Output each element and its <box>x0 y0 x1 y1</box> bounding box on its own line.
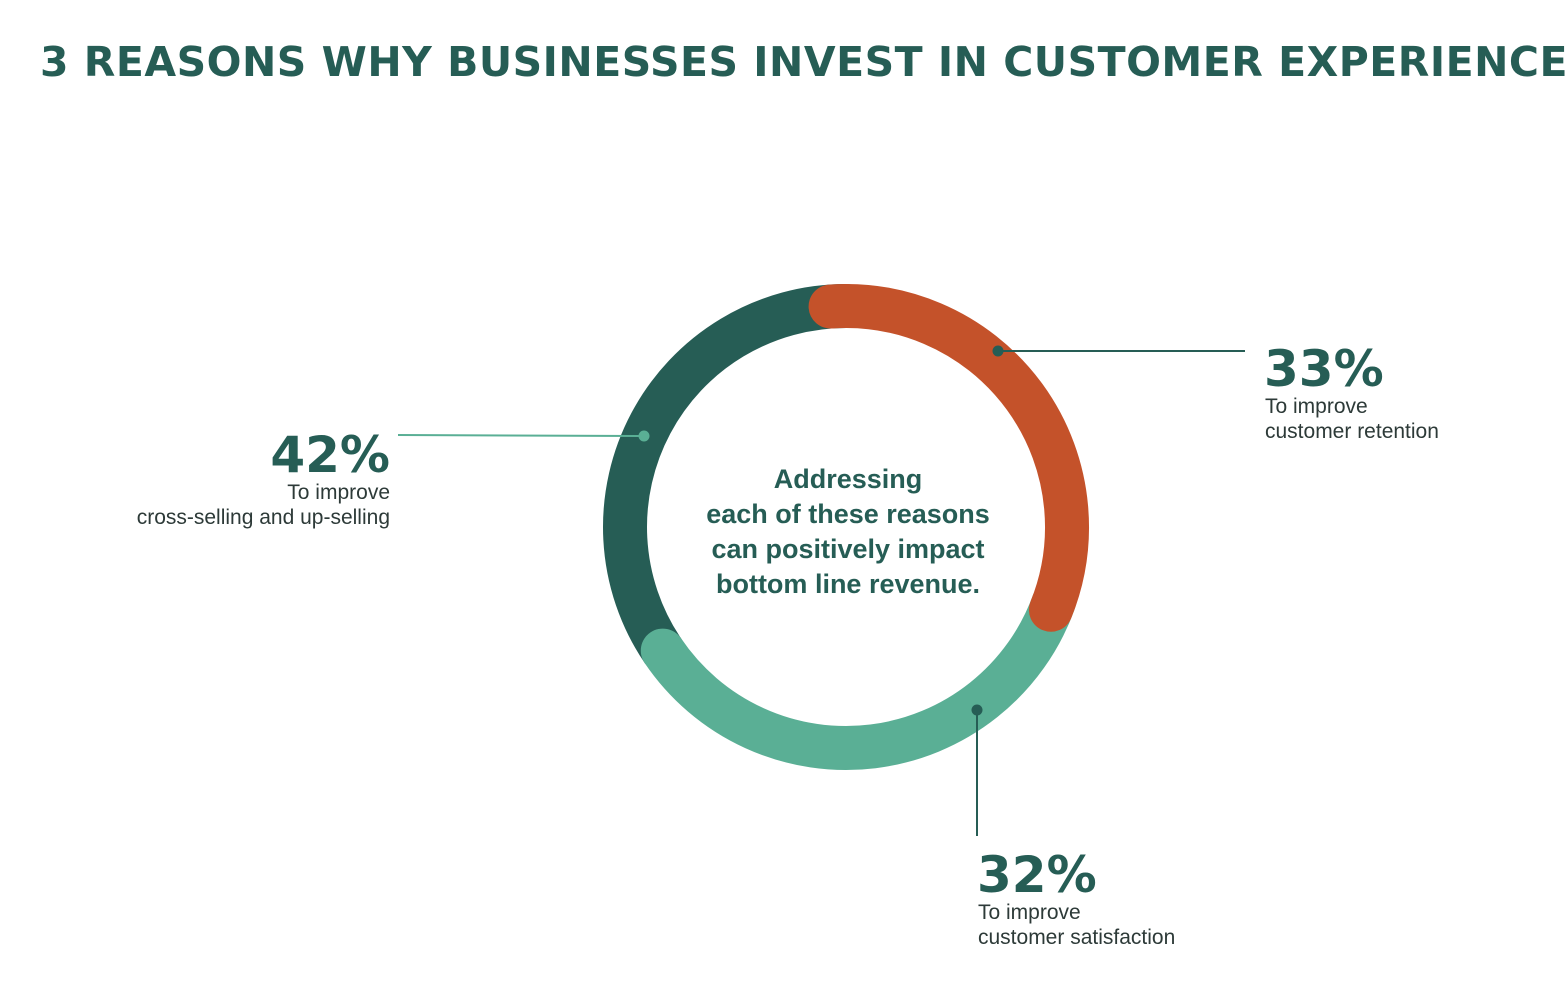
slice-satisfaction-label-line-1: To improve <box>978 901 1081 924</box>
center-text-line-4: bottom line revenue. <box>715 569 981 599</box>
center-text: Addressing each of these reasons can pos… <box>648 462 1048 602</box>
leader-retention-dot <box>992 345 1004 357</box>
slice-retention-arc <box>808 284 1089 632</box>
slice-satisfaction-arc <box>640 580 1076 770</box>
leader-crossselling-dot <box>638 430 650 442</box>
center-text-line-1: Addressing <box>773 464 923 494</box>
slice-retention-label-line-1: To improve <box>1265 395 1368 418</box>
slice-satisfaction-value: 32% <box>977 846 1097 904</box>
chart-title: 3 REASONS WHY BUSINESSES INVEST IN CUSTO… <box>40 38 1568 86</box>
center-text-line-2: each of these reasons <box>706 499 990 529</box>
slice-retention-value: 33% <box>1264 340 1384 398</box>
slice-crossselling-label-line-1: To improve <box>287 481 390 504</box>
slice-satisfaction-label-line-2: customer satisfaction <box>978 926 1176 949</box>
leader-crossselling-line <box>397 434 645 437</box>
leader-satisfaction-dot <box>971 704 983 716</box>
slice-crossselling-value: 42% <box>270 426 390 484</box>
slice-crossselling-arc <box>603 284 868 673</box>
center-text-line-3: can positively impact <box>711 534 985 564</box>
slice-satisfaction-label: To improve customer satisfaction <box>978 900 1175 950</box>
slice-crossselling-label-line-2: cross-selling and up-selling <box>136 506 390 529</box>
slice-crossselling-label: To improve cross-selling and up-selling <box>60 480 390 530</box>
slice-retention-label: To improve customer retention <box>1265 394 1439 444</box>
slice-retention-label-line-2: customer retention <box>1265 420 1439 443</box>
